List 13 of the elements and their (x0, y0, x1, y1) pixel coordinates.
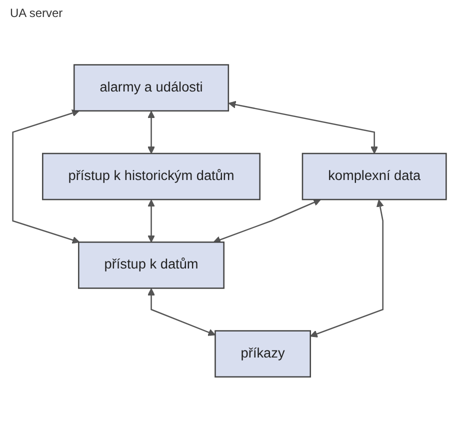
node-box: přístup k datům (78, 241, 224, 288)
node-box: příkazy (214, 330, 311, 378)
arrow (12, 109, 80, 244)
arrow (310, 199, 384, 338)
diagram-title: UA server (10, 6, 64, 20)
arrow (148, 288, 216, 336)
arrow (148, 199, 156, 242)
node-box: přístup k historickým datům (42, 152, 260, 200)
arrow (148, 110, 156, 154)
arrow (228, 100, 378, 154)
node-box: alarmy a události (73, 64, 230, 112)
node-box: komplexní data (302, 152, 447, 200)
arrow (213, 198, 321, 243)
